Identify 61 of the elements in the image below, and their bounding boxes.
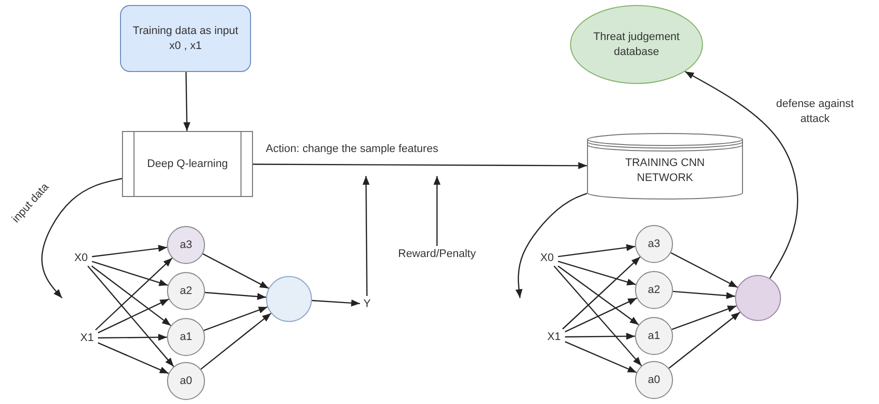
neuron-circle bbox=[167, 272, 205, 310]
arrow bbox=[558, 266, 639, 326]
arrow bbox=[202, 253, 269, 289]
arrow bbox=[668, 312, 740, 369]
arrow bbox=[92, 244, 168, 258]
node-label: Deep Q-learning bbox=[147, 156, 228, 172]
node-label: a3 bbox=[180, 238, 192, 252]
node-label: a2 bbox=[180, 284, 192, 298]
node-label: a1 bbox=[180, 330, 192, 344]
arrow bbox=[670, 252, 738, 288]
input-box bbox=[120, 5, 251, 72]
output-neuron bbox=[735, 275, 781, 321]
arrow bbox=[87, 266, 174, 367]
signal-label: Reward/Penalty bbox=[392, 246, 482, 262]
neuron-circle bbox=[635, 361, 673, 399]
arrow bbox=[434, 176, 440, 246]
arrow bbox=[565, 332, 635, 340]
input-label: X0 bbox=[70, 250, 92, 266]
arrow bbox=[204, 306, 268, 331]
node-label: Training data as input x0 , x1 bbox=[132, 24, 240, 54]
output-neuron bbox=[266, 276, 312, 322]
arrow bbox=[672, 290, 736, 300]
arrow bbox=[98, 298, 170, 334]
neuron-circle bbox=[167, 318, 205, 356]
curved-arrow bbox=[41, 178, 122, 298]
neuron-circle bbox=[635, 225, 673, 263]
arrow bbox=[362, 176, 370, 296]
output-label: Y bbox=[360, 296, 374, 312]
arrow bbox=[564, 298, 638, 332]
input-label: X1 bbox=[76, 330, 98, 346]
arrow bbox=[564, 341, 637, 374]
neuron-circle bbox=[167, 362, 205, 400]
arrow bbox=[558, 260, 636, 286]
curved-arrow bbox=[684, 71, 798, 279]
arrow bbox=[95, 258, 173, 330]
arrow bbox=[91, 266, 172, 326]
node-label: a1 bbox=[648, 328, 660, 344]
arrow bbox=[554, 266, 642, 366]
arrow bbox=[183, 72, 190, 132]
node-label: a2 bbox=[648, 282, 660, 298]
node-label: TRAINING CNN NETWORK bbox=[624, 156, 706, 186]
input-label: X1 bbox=[543, 329, 565, 345]
node-label: Threat judgement database bbox=[592, 30, 681, 60]
arrow bbox=[562, 256, 640, 330]
arrow bbox=[200, 312, 272, 370]
node-label: a3 bbox=[648, 236, 660, 252]
arrow bbox=[204, 292, 266, 300]
arrow bbox=[98, 334, 167, 341]
arrow bbox=[92, 260, 168, 286]
arrow bbox=[253, 162, 587, 170]
arrow bbox=[558, 244, 636, 258]
node-label: a0 bbox=[180, 374, 192, 388]
input-label: X0 bbox=[536, 250, 558, 266]
node-label: a0 bbox=[648, 372, 660, 388]
arrow bbox=[98, 342, 169, 374]
neuron-circle bbox=[635, 271, 673, 309]
arrow bbox=[672, 305, 737, 330]
neuron-circle bbox=[635, 317, 673, 355]
arrow bbox=[312, 300, 360, 306]
curved-arrow bbox=[516, 192, 588, 298]
neuron-circle bbox=[167, 226, 205, 264]
